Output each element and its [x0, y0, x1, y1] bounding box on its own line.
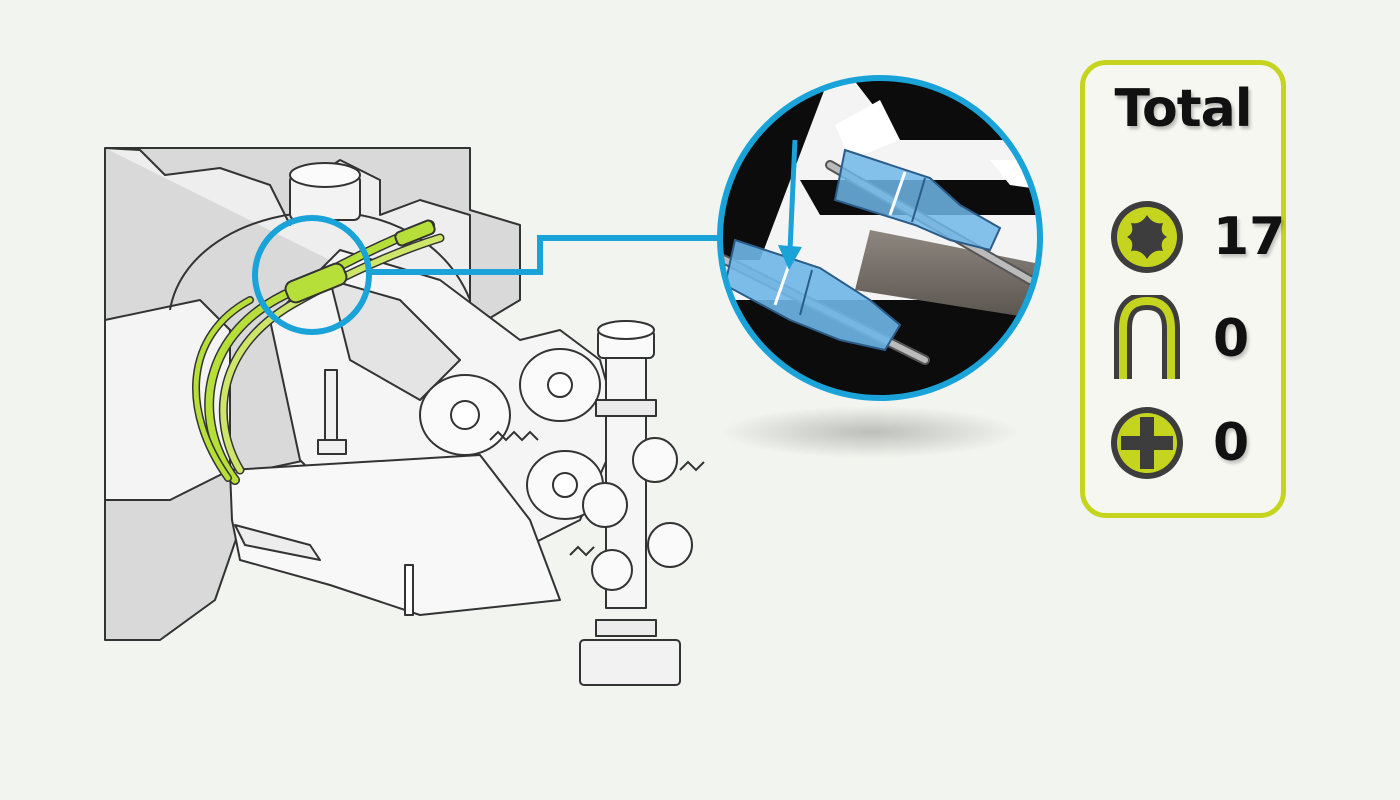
springs	[489, 430, 705, 557]
clip-count: 0	[1213, 309, 1250, 369]
magnifier-shadow	[720, 406, 1020, 458]
push-arrow-icon	[778, 139, 802, 270]
blue-connector-upper	[833, 148, 1002, 252]
torx-count: 17	[1213, 207, 1286, 267]
callout-leader-line	[368, 235, 720, 275]
tool-summary-panel: Total 17 0 0	[1080, 60, 1286, 518]
torx-screw-icon	[1111, 201, 1183, 273]
outlet-pipe	[579, 320, 693, 686]
panel-title: Total	[1114, 79, 1252, 139]
phillips-screw-icon	[1111, 407, 1183, 479]
highlighted-connector	[284, 219, 436, 304]
phillips-count: 0	[1213, 413, 1250, 473]
tool-row-torx: 17	[1101, 193, 1285, 283]
clip-icon	[1114, 295, 1180, 379]
tool-row-phillips: 0	[1101, 399, 1281, 489]
highlighted-wire-harness	[192, 220, 445, 485]
tool-row-clip: 0	[1101, 295, 1281, 385]
blue-connector-lower	[723, 238, 902, 352]
tank-cap	[289, 162, 361, 221]
base-plate	[229, 454, 561, 616]
magnified-detail-view	[717, 75, 1043, 401]
